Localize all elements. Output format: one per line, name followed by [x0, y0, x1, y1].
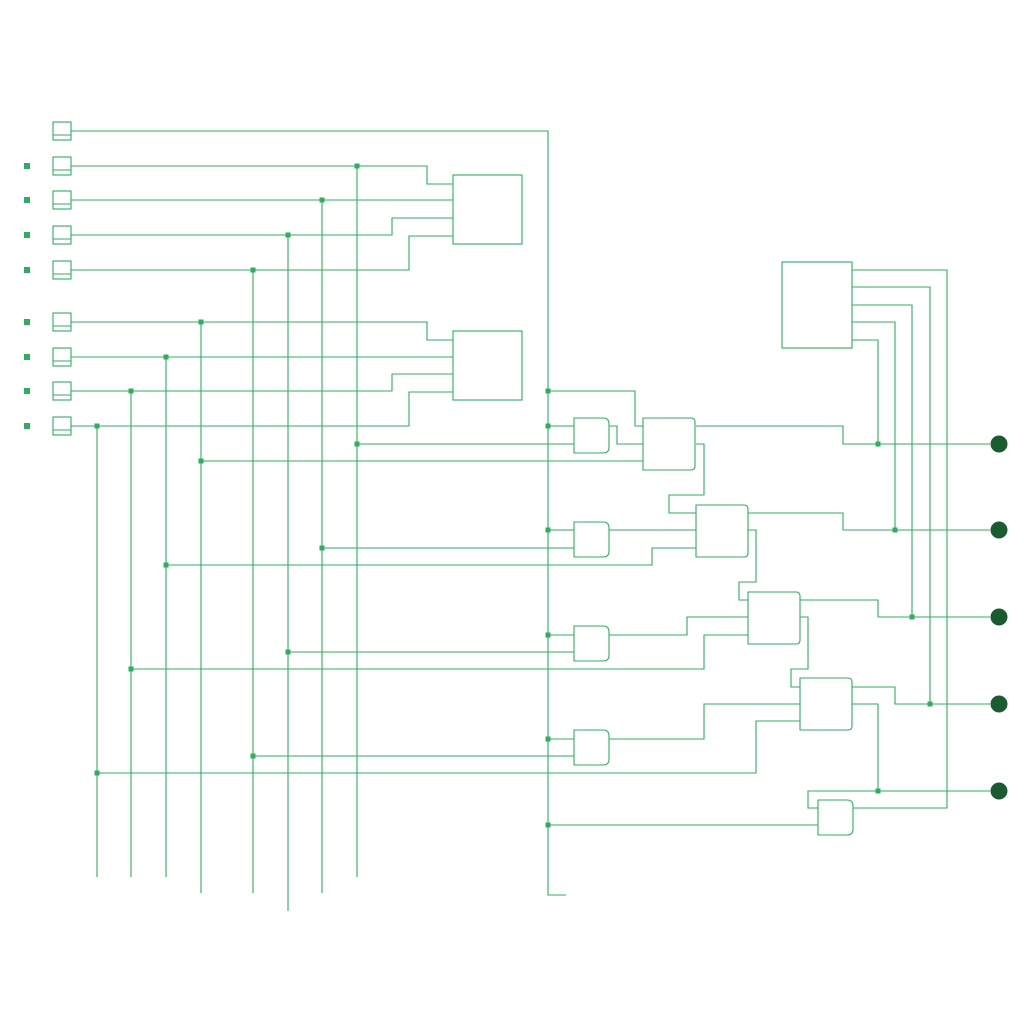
input-marker-icon — [24, 232, 30, 238]
junction-dot-icon — [198, 319, 204, 325]
wire — [71, 391, 453, 427]
input-marker-icon — [24, 197, 30, 203]
component-block-top-right[interactable] — [781, 261, 853, 349]
adder-cell-1[interactable] — [642, 417, 696, 471]
input-marker-icon — [24, 267, 30, 273]
input-pin-icon[interactable] — [52, 312, 72, 332]
input-pin-icon[interactable] — [52, 347, 72, 367]
wire-layer — [71, 130, 990, 911]
wire — [71, 373, 453, 392]
junction-dot-icon — [545, 632, 551, 638]
junction-dot-icon — [94, 423, 100, 429]
input-pin-icon[interactable] — [52, 121, 72, 141]
wire — [852, 339, 879, 444]
wire — [852, 321, 896, 530]
adder-block-2[interactable] — [452, 330, 523, 401]
junction-dot-icon — [875, 441, 881, 447]
wire — [166, 547, 696, 566]
wire — [609, 425, 643, 445]
wire — [71, 321, 453, 341]
and-gate-4[interactable] — [573, 729, 610, 766]
junction-dot-icon — [319, 197, 325, 203]
input-marker-icon — [24, 388, 30, 394]
junction-dot-icon — [250, 267, 256, 273]
led-output-icon[interactable] — [990, 608, 1008, 626]
junction-dot-icon — [545, 736, 551, 742]
junction-layer — [24, 163, 933, 828]
wire — [790, 616, 809, 688]
input-pin-icon[interactable] — [52, 260, 72, 280]
junction-dot-icon — [285, 232, 291, 238]
junction-dot-icon — [927, 701, 933, 707]
wire — [609, 616, 748, 636]
junction-dot-icon — [163, 354, 169, 360]
led-output-icon[interactable] — [990, 695, 1008, 713]
junction-dot-icon — [909, 614, 915, 620]
adder-cell-3[interactable] — [747, 591, 801, 645]
junction-dot-icon — [545, 388, 551, 394]
wire — [609, 703, 800, 740]
junction-dot-icon — [250, 753, 256, 759]
wire — [738, 529, 757, 601]
wire — [71, 130, 566, 896]
and-gate-5[interactable] — [817, 799, 854, 836]
led-output-icon[interactable] — [990, 435, 1008, 453]
wire — [852, 304, 913, 617]
junction-dot-icon — [128, 666, 134, 672]
adder-cell-2[interactable] — [695, 504, 749, 558]
junction-dot-icon — [875, 788, 881, 794]
input-pin-icon[interactable] — [52, 416, 72, 436]
wire — [668, 443, 705, 514]
junction-dot-icon — [198, 458, 204, 464]
input-marker-icon — [24, 423, 30, 429]
junction-dot-icon — [163, 562, 169, 568]
and-gate-1[interactable] — [573, 417, 610, 454]
led-output-icon[interactable] — [990, 521, 1008, 539]
led-output-icon[interactable] — [990, 782, 1008, 800]
component-layer — [52, 121, 1008, 836]
wire — [748, 512, 990, 531]
junction-dot-icon — [128, 388, 134, 394]
wire — [131, 634, 748, 670]
wire — [800, 599, 990, 618]
and-gate-2[interactable] — [573, 521, 610, 558]
input-pin-icon[interactable] — [52, 190, 72, 210]
and-gate-3[interactable] — [573, 625, 610, 662]
input-pin-icon[interactable] — [52, 156, 72, 176]
input-pin-icon[interactable] — [52, 381, 72, 401]
wire — [71, 165, 453, 185]
wire — [548, 390, 643, 427]
wire — [852, 286, 931, 704]
wire — [807, 703, 879, 809]
wire — [71, 235, 453, 271]
wire — [852, 269, 948, 809]
adder-cell-4[interactable] — [799, 677, 853, 731]
junction-dot-icon — [545, 822, 551, 828]
junction-dot-icon — [94, 770, 100, 776]
input-marker-icon — [24, 354, 30, 360]
wire — [97, 720, 800, 774]
junction-dot-icon — [545, 527, 551, 533]
wire — [852, 686, 990, 705]
input-pin-icon[interactable] — [52, 225, 72, 245]
input-marker-icon — [24, 163, 30, 169]
junction-dot-icon — [319, 545, 325, 551]
wire — [696, 425, 990, 445]
junction-dot-icon — [354, 441, 360, 447]
input-marker-icon — [24, 319, 30, 325]
adder-block-1[interactable] — [452, 174, 523, 245]
junction-dot-icon — [892, 527, 898, 533]
junction-dot-icon — [545, 423, 551, 429]
junction-dot-icon — [354, 163, 360, 169]
wire — [71, 217, 453, 236]
junction-dot-icon — [285, 649, 291, 655]
